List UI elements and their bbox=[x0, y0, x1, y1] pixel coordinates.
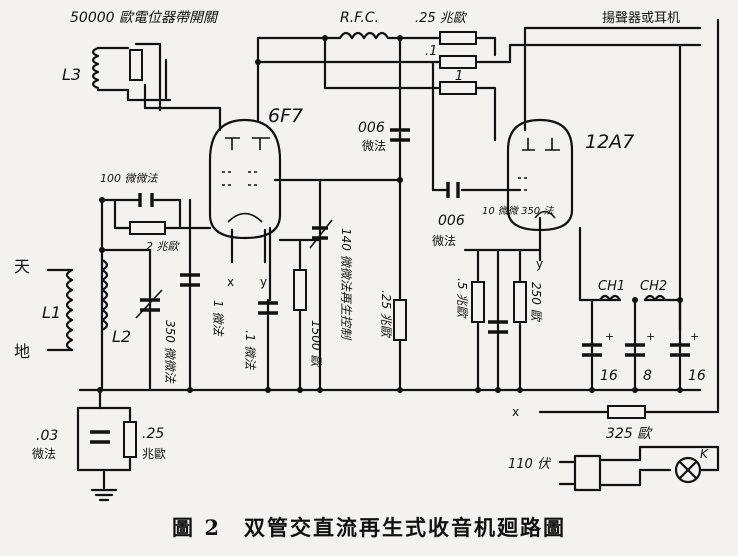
label-r-one: 1 bbox=[455, 69, 463, 84]
wiring bbox=[46, 18, 720, 492]
label-r2m: 2 兆歐 bbox=[146, 240, 180, 253]
coils bbox=[65, 31, 667, 352]
label-c006b-unit: 微法 bbox=[432, 234, 456, 248]
label-r250: 250 歐 bbox=[529, 282, 543, 323]
label-l1: L1 bbox=[42, 303, 61, 322]
label-c350: 350 微微法 bbox=[163, 320, 177, 384]
label-heater-y-tube1: y bbox=[260, 275, 267, 289]
label-switch-k: K bbox=[700, 447, 709, 461]
label-c006a-val: 006 bbox=[358, 120, 385, 136]
label-c006b-val: 006 bbox=[438, 213, 465, 229]
label-c03-unit: 微法 bbox=[32, 447, 56, 461]
label-plus-2: + bbox=[646, 330, 655, 343]
label-r5m: .5 兆歐 bbox=[455, 278, 469, 319]
label-l2: L2 bbox=[112, 327, 131, 346]
tube-12a7 bbox=[506, 118, 574, 232]
label-pot: 50000 歐電位器帶開關 bbox=[70, 10, 219, 26]
label-r-point1: .1 bbox=[425, 44, 437, 59]
label-ant: 天 bbox=[14, 257, 30, 276]
label-c16a: 16 bbox=[600, 368, 618, 384]
label-speaker: 揚聲器或耳机 bbox=[602, 10, 680, 26]
label-line-v: 110 伏 bbox=[508, 457, 552, 472]
label-c140: 140 微微法再生控制 bbox=[339, 228, 353, 341]
label-tube1: 6F7 bbox=[268, 105, 303, 127]
label-heater-y-tube2: y bbox=[536, 257, 543, 271]
capacitors bbox=[90, 128, 690, 444]
labels: 50000 歐電位器帶開關 L3 R.F.C. .25 兆歐 .1 1 6F7 … bbox=[14, 10, 709, 472]
label-ch2: CH2 bbox=[640, 279, 667, 294]
tube-6f7 bbox=[208, 118, 282, 240]
label-c16b: 16 bbox=[688, 368, 706, 384]
label-ch1: CH1 bbox=[598, 279, 625, 294]
junction-dots bbox=[97, 35, 683, 393]
label-c100: 100 微微法 bbox=[100, 172, 158, 185]
power-plug bbox=[558, 454, 602, 492]
label-c006a-unit: 微法 bbox=[362, 139, 386, 153]
label-l3: L3 bbox=[62, 65, 81, 84]
label-c01uf: .1 微法 bbox=[243, 330, 257, 370]
label-r25-mid: .25 兆歐 bbox=[379, 290, 393, 339]
label-heater-x-tube1: x bbox=[227, 275, 234, 289]
pilot-lamp bbox=[674, 456, 702, 484]
label-r325: 325 歐 bbox=[606, 426, 653, 442]
label-gnd: 地 bbox=[14, 342, 30, 361]
ground-symbol bbox=[90, 488, 118, 502]
label-heater-x-bottom: x bbox=[512, 405, 519, 419]
label-c8: 8 bbox=[643, 368, 652, 384]
label-r25-bot: .25 bbox=[142, 426, 164, 442]
label-c03-val: .03 bbox=[36, 428, 58, 444]
label-r25-bot-unit: 兆歐 bbox=[142, 446, 166, 461]
label-rfc: R.F.C. bbox=[340, 10, 379, 26]
label-tube2: 12A7 bbox=[585, 131, 634, 153]
label-c10-350: 10 微微 350 法 bbox=[482, 205, 554, 217]
label-plus-3: + bbox=[690, 330, 699, 343]
label-c1uf: 1 微法 bbox=[211, 300, 225, 336]
label-r25-top: .25 兆歐 bbox=[415, 11, 468, 26]
label-r1500: 1500 歐 bbox=[309, 320, 323, 368]
resistors bbox=[123, 31, 646, 458]
figure-caption: 圖 2 双管交直流再生式收音机廻路圖 bbox=[172, 515, 566, 540]
label-plus-1: + bbox=[605, 330, 614, 343]
